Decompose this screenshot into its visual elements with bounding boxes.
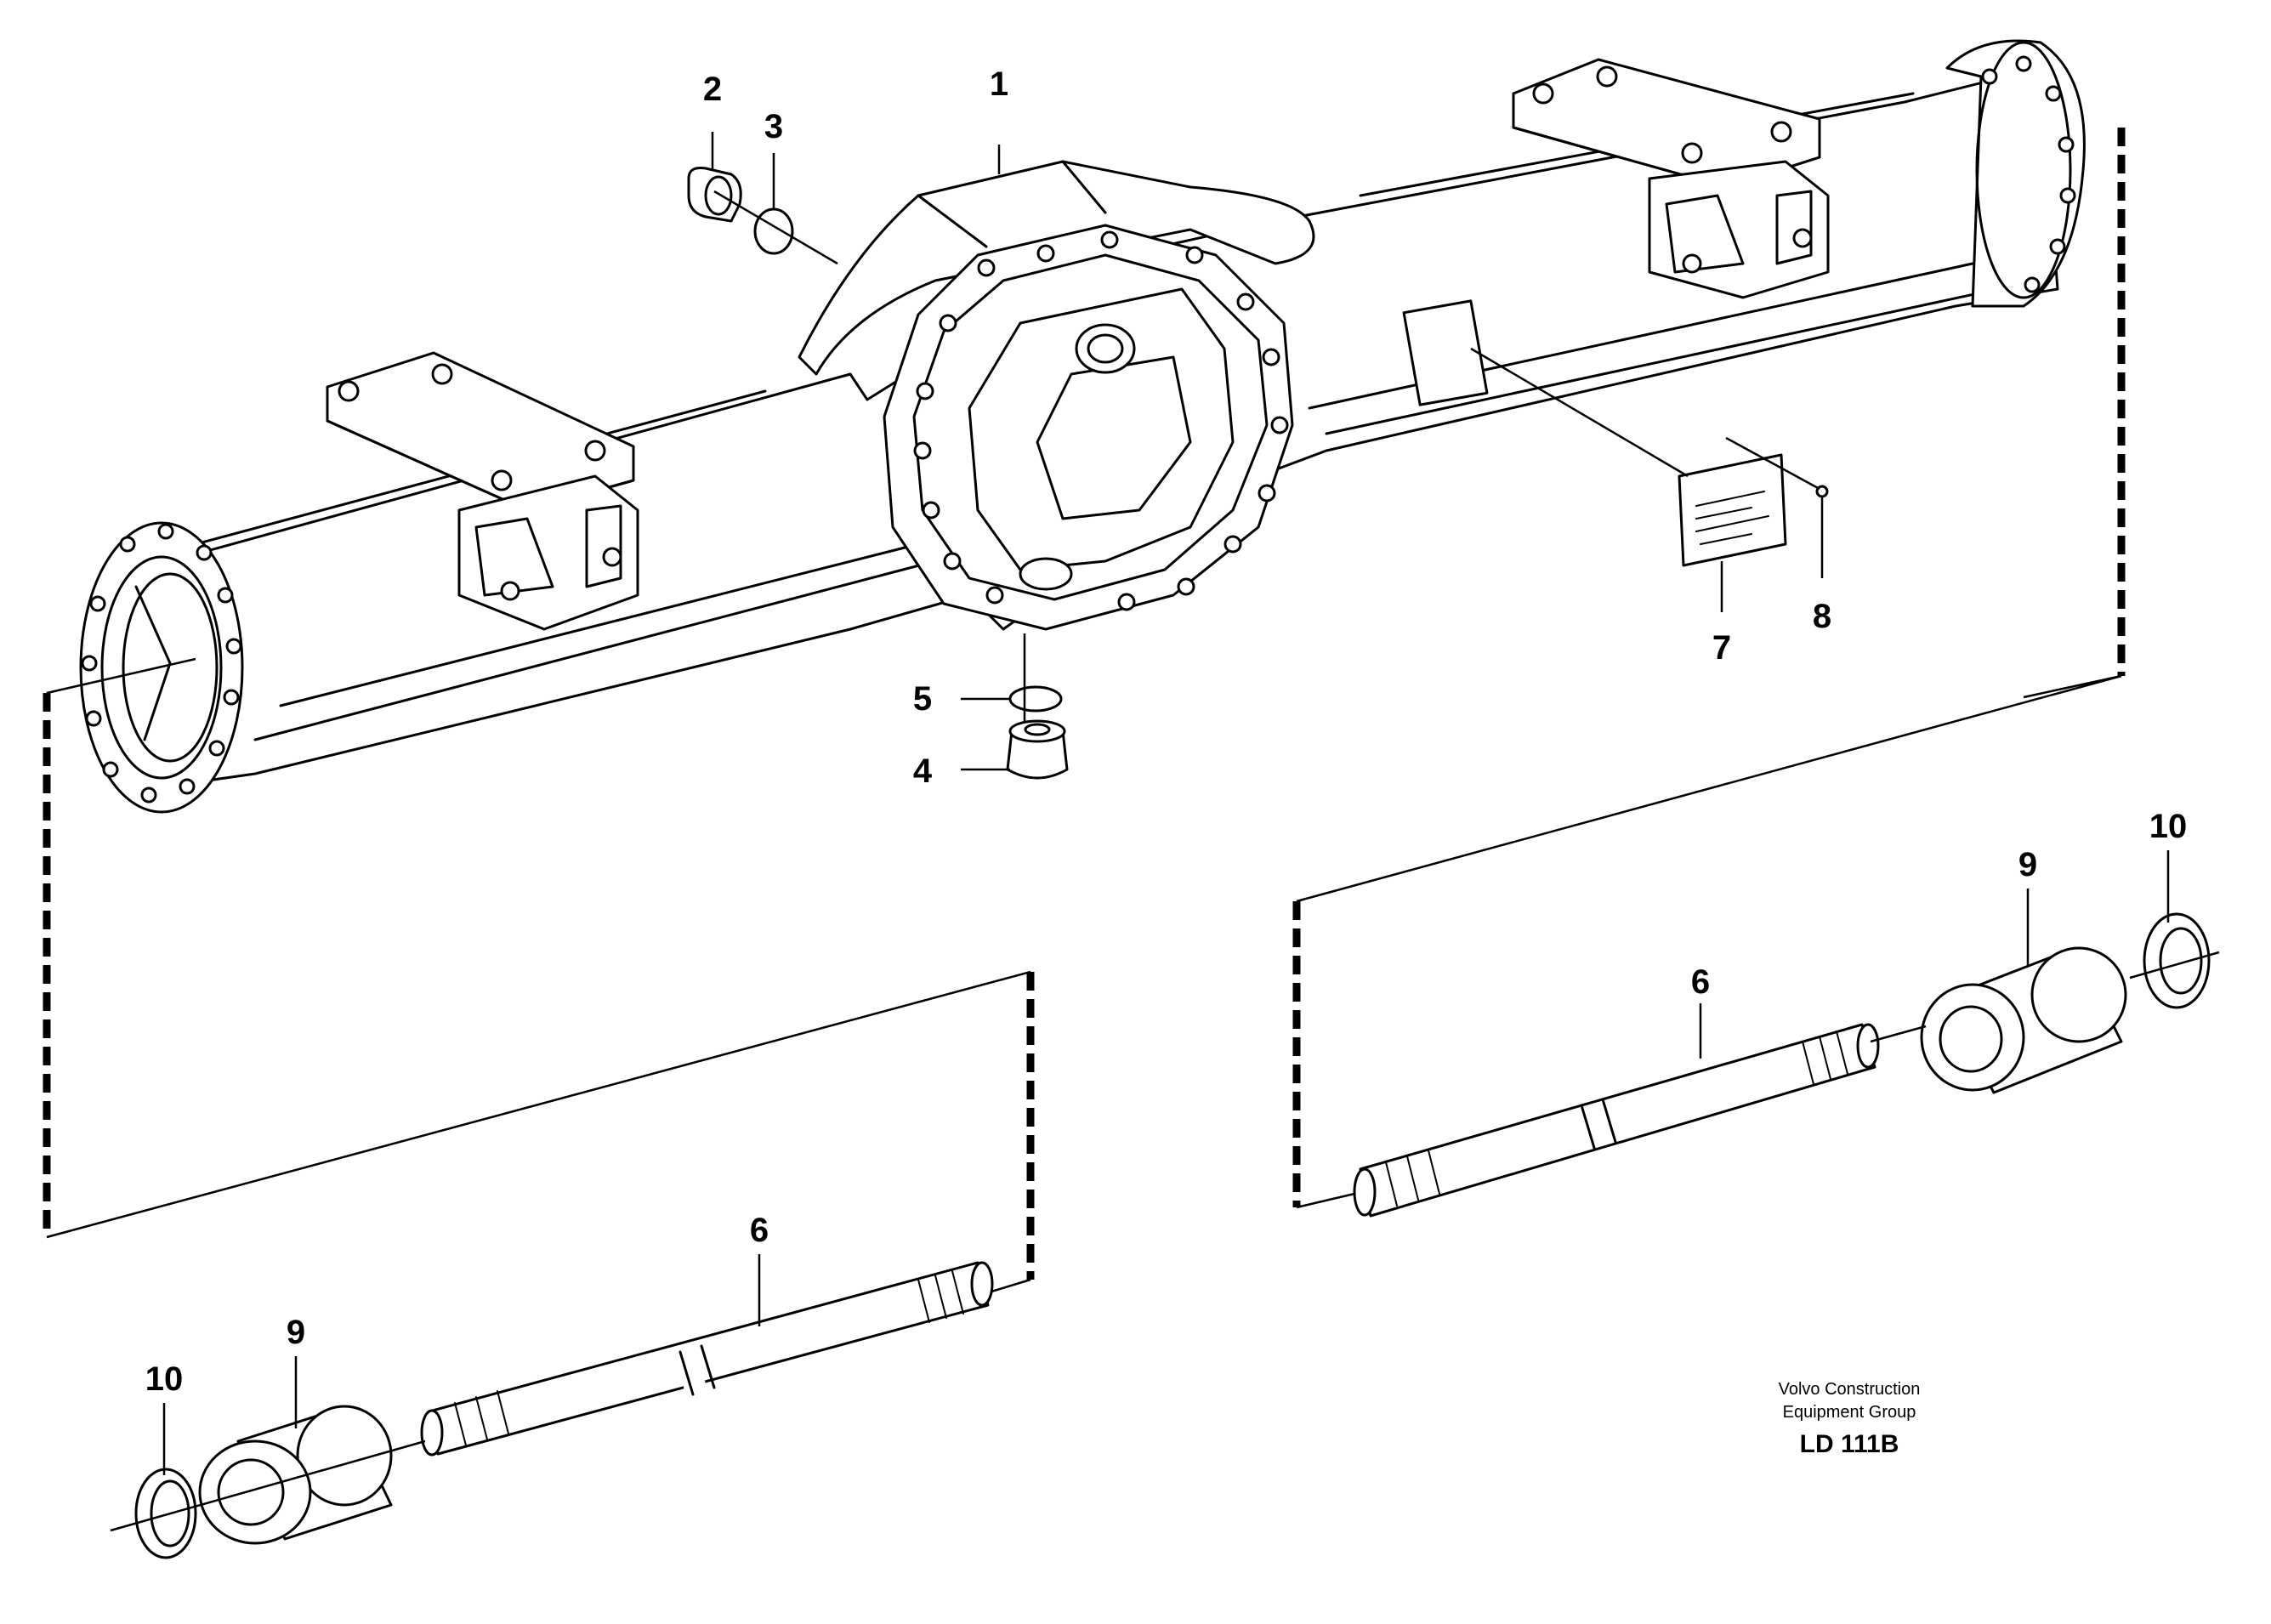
type-plate-part-7	[1678, 453, 1787, 567]
credit-block: Volvo Construction Equipment Group LD 11…	[1779, 1380, 1921, 1458]
callout-6-left: 6	[750, 1212, 769, 1249]
right-end-flange	[1945, 39, 2086, 308]
left-shaft-axis-line	[110, 1439, 426, 1532]
callout-8: 8	[1813, 598, 1831, 635]
callout-7: 7	[1712, 629, 1731, 667]
plug-part-2	[687, 167, 742, 223]
left-snap-ring-part-10	[134, 1468, 197, 1559]
callout-10-right: 10	[2149, 808, 2188, 845]
assembly-connectors	[43, 128, 2126, 1303]
credit-line-1: Volvo Construction	[1779, 1380, 1921, 1399]
callout-6-right: 6	[1691, 963, 1710, 1001]
right-spring-seat	[1512, 58, 1830, 299]
leader-lines	[711, 132, 1824, 771]
right-shaft-axis-line	[1870, 1025, 1927, 1043]
lower-leader-lines	[162, 850, 2170, 1475]
callout-labels: 1 2 3 5 4 7 8 6 9 10 6 9 10	[145, 65, 2188, 1398]
callout-5: 5	[913, 680, 932, 718]
callout-10-left: 10	[145, 1360, 184, 1398]
left-axle-shaft-part-6	[420, 1261, 994, 1456]
callout-9-right: 9	[2018, 846, 2037, 883]
right-axle-shaft-part-6	[1353, 1023, 1880, 1218]
callout-3: 3	[764, 108, 783, 145]
callout-9-left: 9	[287, 1314, 305, 1351]
left-spring-seat	[326, 351, 639, 631]
credit-line-2: Equipment Group	[1783, 1403, 1916, 1422]
axle-housing	[79, 39, 2086, 814]
flange-bolt-holes	[913, 230, 1289, 611]
callout-4: 4	[913, 752, 933, 790]
o-ring-part-5	[1008, 685, 1063, 713]
callout-1: 1	[990, 65, 1008, 103]
plug-part-4	[1006, 719, 1069, 780]
right-snap-ring-part-10	[2143, 912, 2211, 1009]
right-bushing-part-9	[1920, 946, 2127, 1094]
callout-2: 2	[703, 71, 722, 108]
o-ring-part-3	[753, 207, 794, 255]
drawing-code: LD 111B	[1800, 1430, 1899, 1458]
